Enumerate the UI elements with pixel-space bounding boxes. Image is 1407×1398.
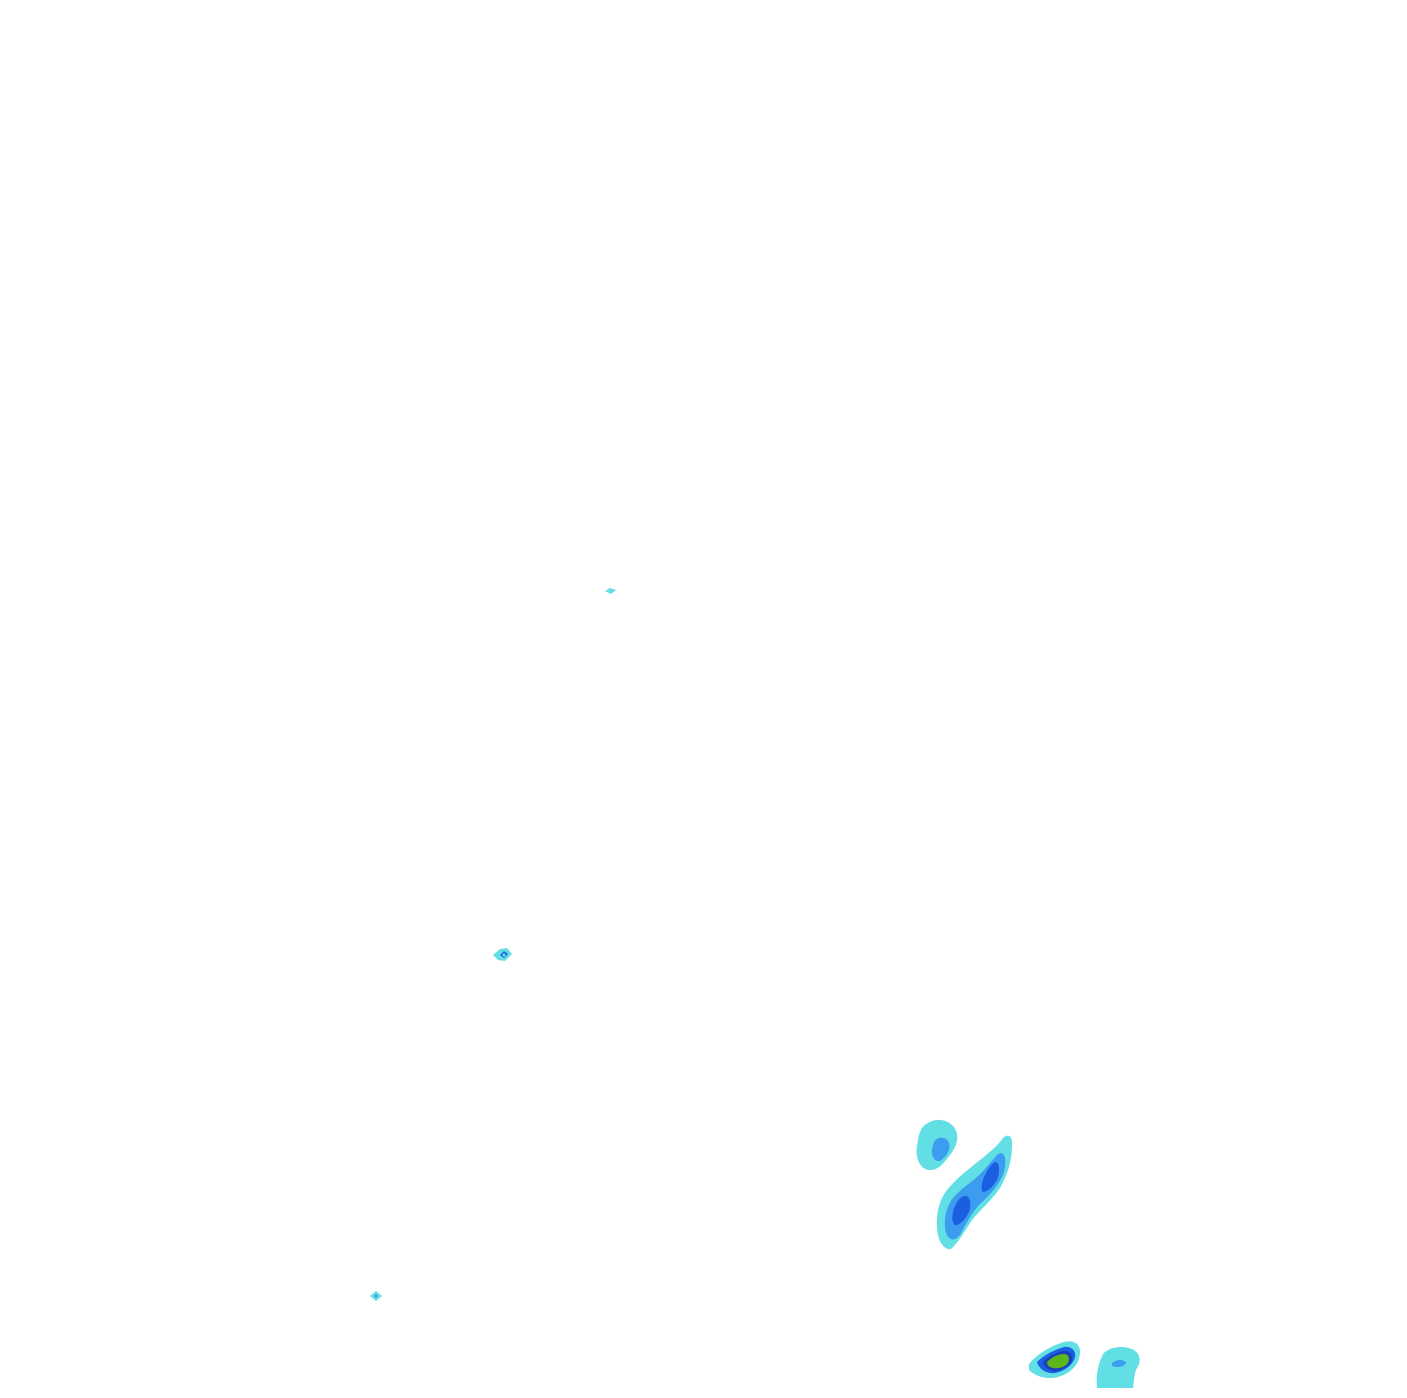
contour-level-1 [1096,1346,1140,1388]
contour-level-3 [981,1162,1000,1192]
contour-level-2 [374,1294,378,1298]
contour-level-1 [502,953,506,957]
precip-cell-small-1 [605,588,616,594]
contour-level-3 [952,1195,971,1226]
contour-level-1 [605,588,616,594]
contour-level-2 [1112,1360,1126,1367]
precip-cell-cluster-c [1029,1341,1080,1379]
precip-cell-cluster-d [1096,1346,1140,1388]
precip-cell-small-2 [493,948,512,961]
precip-cell-cluster-a [916,1119,958,1171]
contour-level-2 [931,1137,950,1162]
precip-cell-cluster-b [936,1135,1013,1250]
precip-cell-small-3 [370,1291,382,1301]
contour-level-5 [1047,1354,1069,1369]
